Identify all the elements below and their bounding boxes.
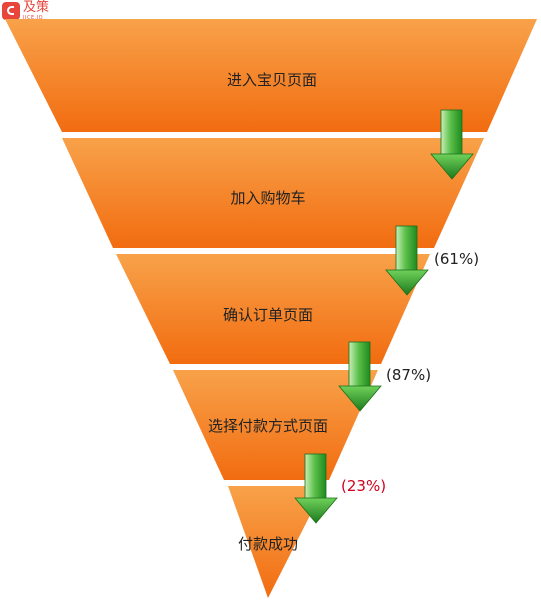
funnel-stage-shape — [228, 486, 325, 598]
funnel-stage: 确认订单页面 — [116, 254, 430, 364]
funnel-stage-shape — [116, 254, 430, 364]
logo-icon — [2, 2, 20, 20]
conversion-rate-label-alert: (23%) — [341, 477, 386, 495]
funnel-stage-shape — [173, 370, 378, 480]
conversion-arrow-icon — [385, 225, 429, 296]
conversion-arrow-icon — [338, 341, 382, 412]
funnel-stage-label: 进入宝贝页面 — [227, 71, 317, 89]
conversion-arrow-icon — [430, 109, 474, 180]
funnel-stage-label: 确认订单页面 — [223, 306, 313, 324]
logo-subtitle: JICE.IO — [23, 15, 44, 21]
funnel-stage: 进入宝贝页面 — [5, 19, 537, 132]
brand-logo: 及策 JICE.IO — [0, 0, 80, 24]
funnel-stage-label: 选择付款方式页面 — [208, 417, 328, 435]
logo-name: 及策 — [23, 0, 50, 15]
funnel-stage-shape — [5, 19, 537, 132]
funnel-stage: 加入购物车 — [62, 138, 484, 248]
funnel-stage: 选择付款方式页面 — [173, 370, 378, 480]
funnel-stage-shape — [62, 138, 484, 248]
conversion-rate-label: (87%) — [386, 366, 431, 384]
funnel-stage-label: 付款成功 — [238, 535, 298, 553]
funnel-stage: 付款成功 — [228, 486, 325, 598]
conversion-arrow-icon — [294, 453, 338, 524]
conversion-rate-label: (61%) — [434, 250, 479, 268]
funnel-stage-label: 加入购物车 — [230, 189, 305, 207]
